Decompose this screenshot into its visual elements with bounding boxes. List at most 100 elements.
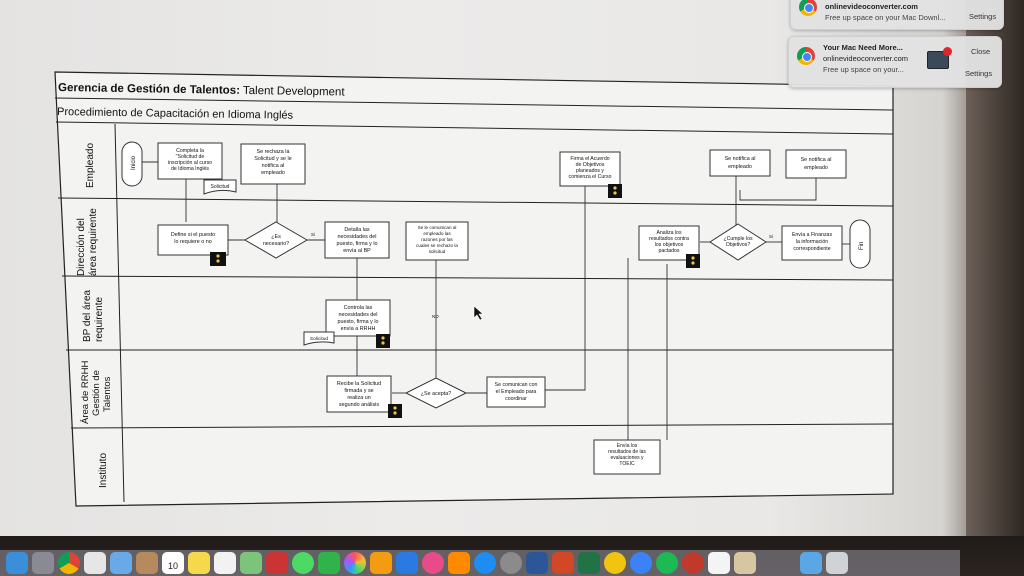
itunes-icon[interactable]	[422, 552, 444, 574]
notification-2-title: Your Mac Need More...	[823, 43, 903, 52]
spotify-icon[interactable]	[656, 552, 678, 574]
chrome-icon	[797, 47, 815, 65]
end-node	[849, 219, 871, 269]
launchpad-icon[interactable]	[32, 552, 54, 574]
photos-icon[interactable]	[84, 552, 106, 574]
pages-icon[interactable]	[370, 552, 392, 574]
calendar-icon[interactable]: 10	[162, 552, 184, 574]
lane-divider-2	[61, 275, 894, 281]
word-icon[interactable]	[526, 552, 548, 574]
diagram-subtitle: Procedimiento de Capacitación en Idioma …	[57, 106, 294, 122]
doc-solicitud-1: Solicitud	[203, 179, 237, 195]
dock: 10	[0, 550, 960, 576]
finder-icon[interactable]	[6, 552, 28, 574]
notification-1-body: Free up space on your Mac Downl...	[825, 13, 946, 22]
lane-label-rrhh: Área de RRHHGestión deTalentos	[80, 361, 113, 424]
process-diagram: Gerencia de Gestión de Talentos: Talent …	[54, 71, 894, 507]
flow-connectors	[140, 161, 850, 444]
maps-icon[interactable]	[240, 552, 262, 574]
svg-text:Solicitud: Solicitud	[211, 184, 230, 190]
contacts-icon[interactable]	[136, 552, 158, 574]
calendar-day: 10	[167, 561, 178, 571]
svg-text:¿Se acepta?: ¿Se acepta?	[421, 391, 452, 397]
facetime-icon[interactable]	[318, 552, 340, 574]
trash-icon[interactable]	[826, 552, 848, 574]
outlook-icon[interactable]	[604, 552, 626, 574]
diagram-title: Gerencia de Gestión de Talentos: Talent …	[58, 82, 346, 99]
excel-icon[interactable]	[578, 552, 600, 574]
notes-icon[interactable]	[188, 552, 210, 574]
monitor-bezel-right	[966, 0, 1024, 576]
chrome-icon	[799, 0, 817, 16]
start-node	[121, 141, 143, 187]
photos-flower-icon[interactable]	[344, 552, 366, 574]
app-icon	[927, 51, 949, 69]
traffic-light-lamps	[216, 186, 695, 415]
downloads-folder-icon[interactable]	[800, 552, 822, 574]
notification-1[interactable]: onlinevideoconverter.com Free up space o…	[790, 0, 1004, 30]
lane-label-instituto: Instituto	[98, 453, 109, 488]
chrome-dock-icon[interactable]	[58, 552, 80, 574]
game-icon[interactable]	[682, 552, 704, 574]
gmail-icon[interactable]	[708, 552, 730, 574]
notification-2-site: onlinevideoconverter.com	[823, 54, 909, 63]
mouse-cursor-icon	[473, 305, 484, 321]
app-store-icon[interactable]	[474, 552, 496, 574]
notification-2-settings-button[interactable]: Settings	[965, 69, 993, 78]
notification-badge	[943, 47, 952, 56]
end-label: Fin	[859, 242, 865, 250]
ibooks-icon[interactable]	[448, 552, 470, 574]
d2-no-label: NO	[432, 314, 439, 319]
notification-2-body: Free up space on your...	[823, 65, 904, 74]
lane-divider-4	[70, 423, 894, 429]
title-row-line	[54, 97, 894, 111]
mail-icon[interactable]	[110, 552, 132, 574]
start-label: Inicio	[131, 155, 137, 170]
preview-icon[interactable]	[734, 552, 756, 574]
d1-yes-label: Si	[311, 232, 315, 237]
reminders-icon[interactable]	[214, 552, 236, 574]
chrome-canary-icon[interactable]	[630, 552, 652, 574]
lane-label-empleado: Empleado	[85, 143, 96, 188]
keynote-icon[interactable]	[396, 552, 418, 574]
notification-2-close-button[interactable]: Close	[971, 47, 991, 56]
notification-1-settings-button[interactable]: Settings	[969, 12, 997, 21]
system-preferences-icon[interactable]	[500, 552, 522, 574]
photo-booth-icon[interactable]	[266, 552, 288, 574]
lane-header-column	[114, 123, 125, 503]
lane-divider-1	[57, 197, 894, 207]
notification-2[interactable]: Your Mac Need More... onlinevideoconvert…	[788, 36, 1002, 88]
powerpoint-icon[interactable]	[552, 552, 574, 574]
diagram-frame	[54, 71, 894, 507]
d3-yes-label: Si	[769, 234, 773, 239]
traffic-light-icon	[210, 184, 700, 418]
doc-solicitud-2: Solicitud	[303, 331, 335, 346]
messages-icon[interactable]	[292, 552, 314, 574]
